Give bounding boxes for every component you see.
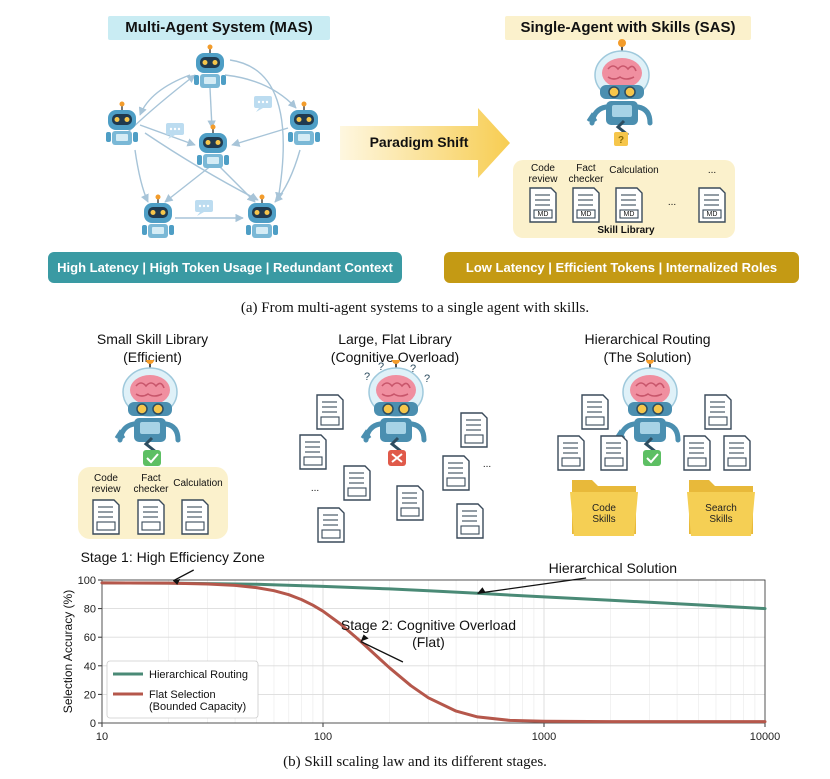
doc-md-1: MD [537,211,549,218]
plot-frame [101,579,766,724]
skill-ellipsis-middle: ... [667,197,677,208]
small-skill-fact-checker: Fact checker [133,473,169,495]
annotation-hierarchical: Hierarchical Solution [549,560,677,576]
annotation-stage2-line: Stage 2: Cognitive Overload [341,617,516,633]
flat-ellipsis-2: ... [310,483,320,494]
annotation-stage2-line: (Flat) [412,634,445,650]
legend-label: Hierarchical Routing [149,669,248,681]
mas-banner: High Latency | High Token Usage | Redund… [48,252,402,283]
panel-title-small: Small Skill Library (Efficient) [96,331,209,365]
skill-fact-checker: Fact checker [568,163,604,185]
y-tick-label: 60 [84,632,96,644]
annotation-stage1-arrowhead [173,578,181,585]
annotation-hierarchical-arrowhead [477,587,486,594]
doc-md-4: MD [706,211,718,218]
top-graphics: ? [105,0,735,239]
y-tick-label: 80 [84,604,96,616]
svg-text:?: ? [618,135,624,146]
svg-text:?: ? [378,361,384,373]
x-tick-label: 1000 [532,731,556,743]
y-tick-label: 0 [90,718,96,730]
svg-text:?: ? [364,371,370,383]
middle-graphics: ? ? ? ? [78,360,755,543]
legend-box [106,660,259,719]
x-tick-label: 10 [96,731,108,743]
x-tick-label: 10000 [750,731,781,743]
skill-code-review: Code review [528,163,558,185]
folder-search-skills: Search Skills [705,503,737,525]
flat-ellipsis-1: ... [482,459,492,470]
svg-text:?: ? [424,373,430,385]
annotation-stage2-arrow [360,640,404,663]
panel-title-flat: Large, Flat Library (Cognitive Overload) [330,331,460,365]
svg-text:?: ? [410,363,416,375]
small-skill-calculation: Calculation [173,478,223,489]
y-axis-label: Selection Accuracy (%) [61,590,75,713]
series-line-hierarchical [100,581,767,611]
doc-md-3: MD [623,211,635,218]
skill-calculation: Calculation [609,165,659,176]
skill-library-label: Skill Library [597,225,655,236]
mas-title: Multi-Agent System (MAS) [108,16,330,40]
annotation-hierarchical-arrow [477,577,587,594]
paradigm-shift-label: Paradigm Shift [369,134,469,150]
y-tick-label: 20 [84,689,96,701]
x-tick-label: 100 [314,731,332,743]
y-tick-label: 40 [84,661,96,673]
annotation-stage1-arrow [172,569,195,582]
y-tick-label: 100 [78,575,96,587]
sas-banner: Low Latency | Efficient Tokens | Interna… [444,252,799,283]
doc-md-2: MD [580,211,592,218]
small-skill-code-review: Code review [91,473,121,495]
caption-b: (b) Skill scaling law and its different … [283,754,547,770]
skill-ellipsis-label: ... [707,165,717,176]
annotation-stage1: Stage 1: High Efficiency Zone [81,549,265,565]
legend-label: (Bounded Capacity) [149,701,246,713]
caption-a: (a) From multi-agent systems to a single… [240,300,590,316]
legend-label: Flat Selection [149,689,216,701]
sas-title: Single-Agent with Skills (SAS) [505,16,751,40]
folder-code-skills: Code Skills [592,503,616,525]
annotation-stage2-arrowhead [360,634,369,642]
